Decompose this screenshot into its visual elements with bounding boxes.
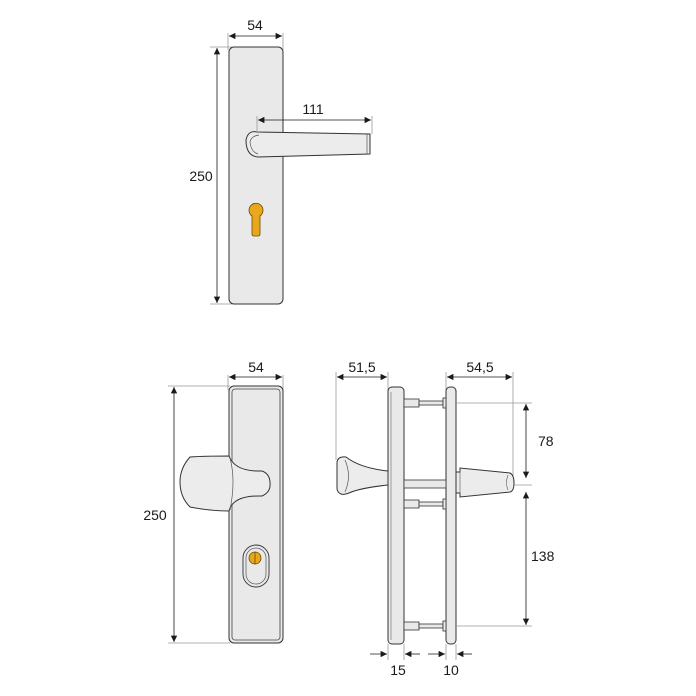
dimension-height: 250 [189,46,232,305]
dimension-width-top: 54 [227,17,284,50]
outer-plate-side [387,386,405,645]
dimension-label: 138 [531,548,555,564]
dimension-label: 111 [302,101,323,117]
dimension-lever-projection: 54,5 [445,359,514,478]
dimension-lever-length: 111 [256,101,373,134]
knob-front-view: 54 250 [143,359,284,644]
dimension-label: 250 [189,168,213,184]
dimension-vertical-distances: 78 138 [456,402,555,627]
backplate [228,46,284,305]
inner-plate-side [445,386,457,645]
dimension-label: 10 [443,662,459,678]
cylinder-escutcheon [242,544,270,588]
backplate [228,385,284,644]
dimension-label: 54,5 [466,359,493,375]
dimension-height: 250 [143,385,230,644]
dimension-width-bottom-left: 54 [227,359,284,390]
knob-side [336,456,389,495]
dimension-plate-thickness: 15 10 [370,644,472,678]
dimension-label: 15 [390,662,406,678]
lever-handle [245,131,371,158]
dimension-label: 54 [247,17,263,33]
dimension-label: 54 [248,359,264,375]
lever-handle-front-view: 54 250 111 [189,17,373,305]
knob [179,455,271,512]
dimension-knob-projection: 51,5 [335,359,389,460]
dimension-label: 250 [143,507,167,523]
dimension-label: 51,5 [348,359,375,375]
dimension-label: 78 [538,433,554,449]
cylinder-keyhole-icon [248,202,264,237]
lever-side [455,467,515,498]
side-view: 51,5 54,5 [335,359,555,678]
fixing-bolts [403,397,447,632]
